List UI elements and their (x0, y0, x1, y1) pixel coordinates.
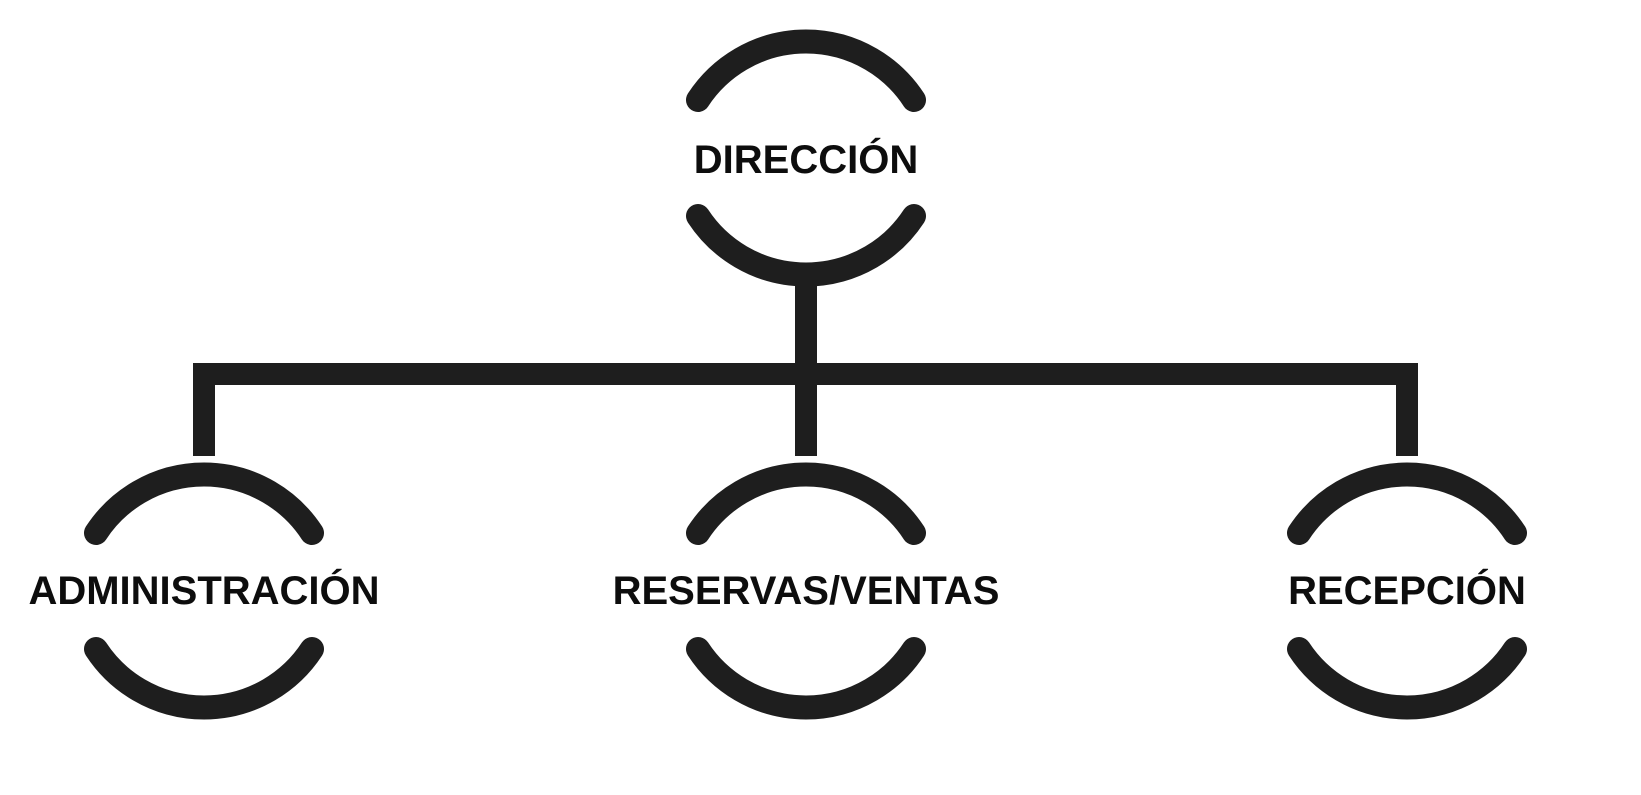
stem-recepcion (1396, 363, 1418, 456)
stem-administracion (193, 363, 215, 456)
root-stem (795, 285, 817, 375)
node-arc-bottom (84, 637, 324, 720)
node-arc-bottom (686, 637, 926, 720)
node-arc-bottom (686, 204, 926, 287)
stem-reservas-ventas (795, 363, 817, 456)
connectors (193, 285, 1418, 456)
node-arc-top (686, 462, 926, 545)
node-arc-top (1287, 462, 1527, 545)
node-arc-top (686, 29, 926, 112)
node-arc-bottom (1287, 637, 1527, 720)
node-arc-top (84, 462, 324, 545)
node-administracion (84, 462, 324, 720)
node-label-recepcion: RECEPCIÓN (1288, 567, 1526, 613)
node-recepcion (1287, 462, 1527, 720)
node-direccion (686, 29, 926, 287)
node-label-root: DIRECCIÓN (694, 136, 918, 182)
node-label-administracion: ADMINISTRACIÓN (28, 567, 379, 613)
node-label-reservas-ventas: RESERVAS/VENTAS (613, 569, 1000, 613)
node-reservas-ventas (686, 462, 926, 720)
